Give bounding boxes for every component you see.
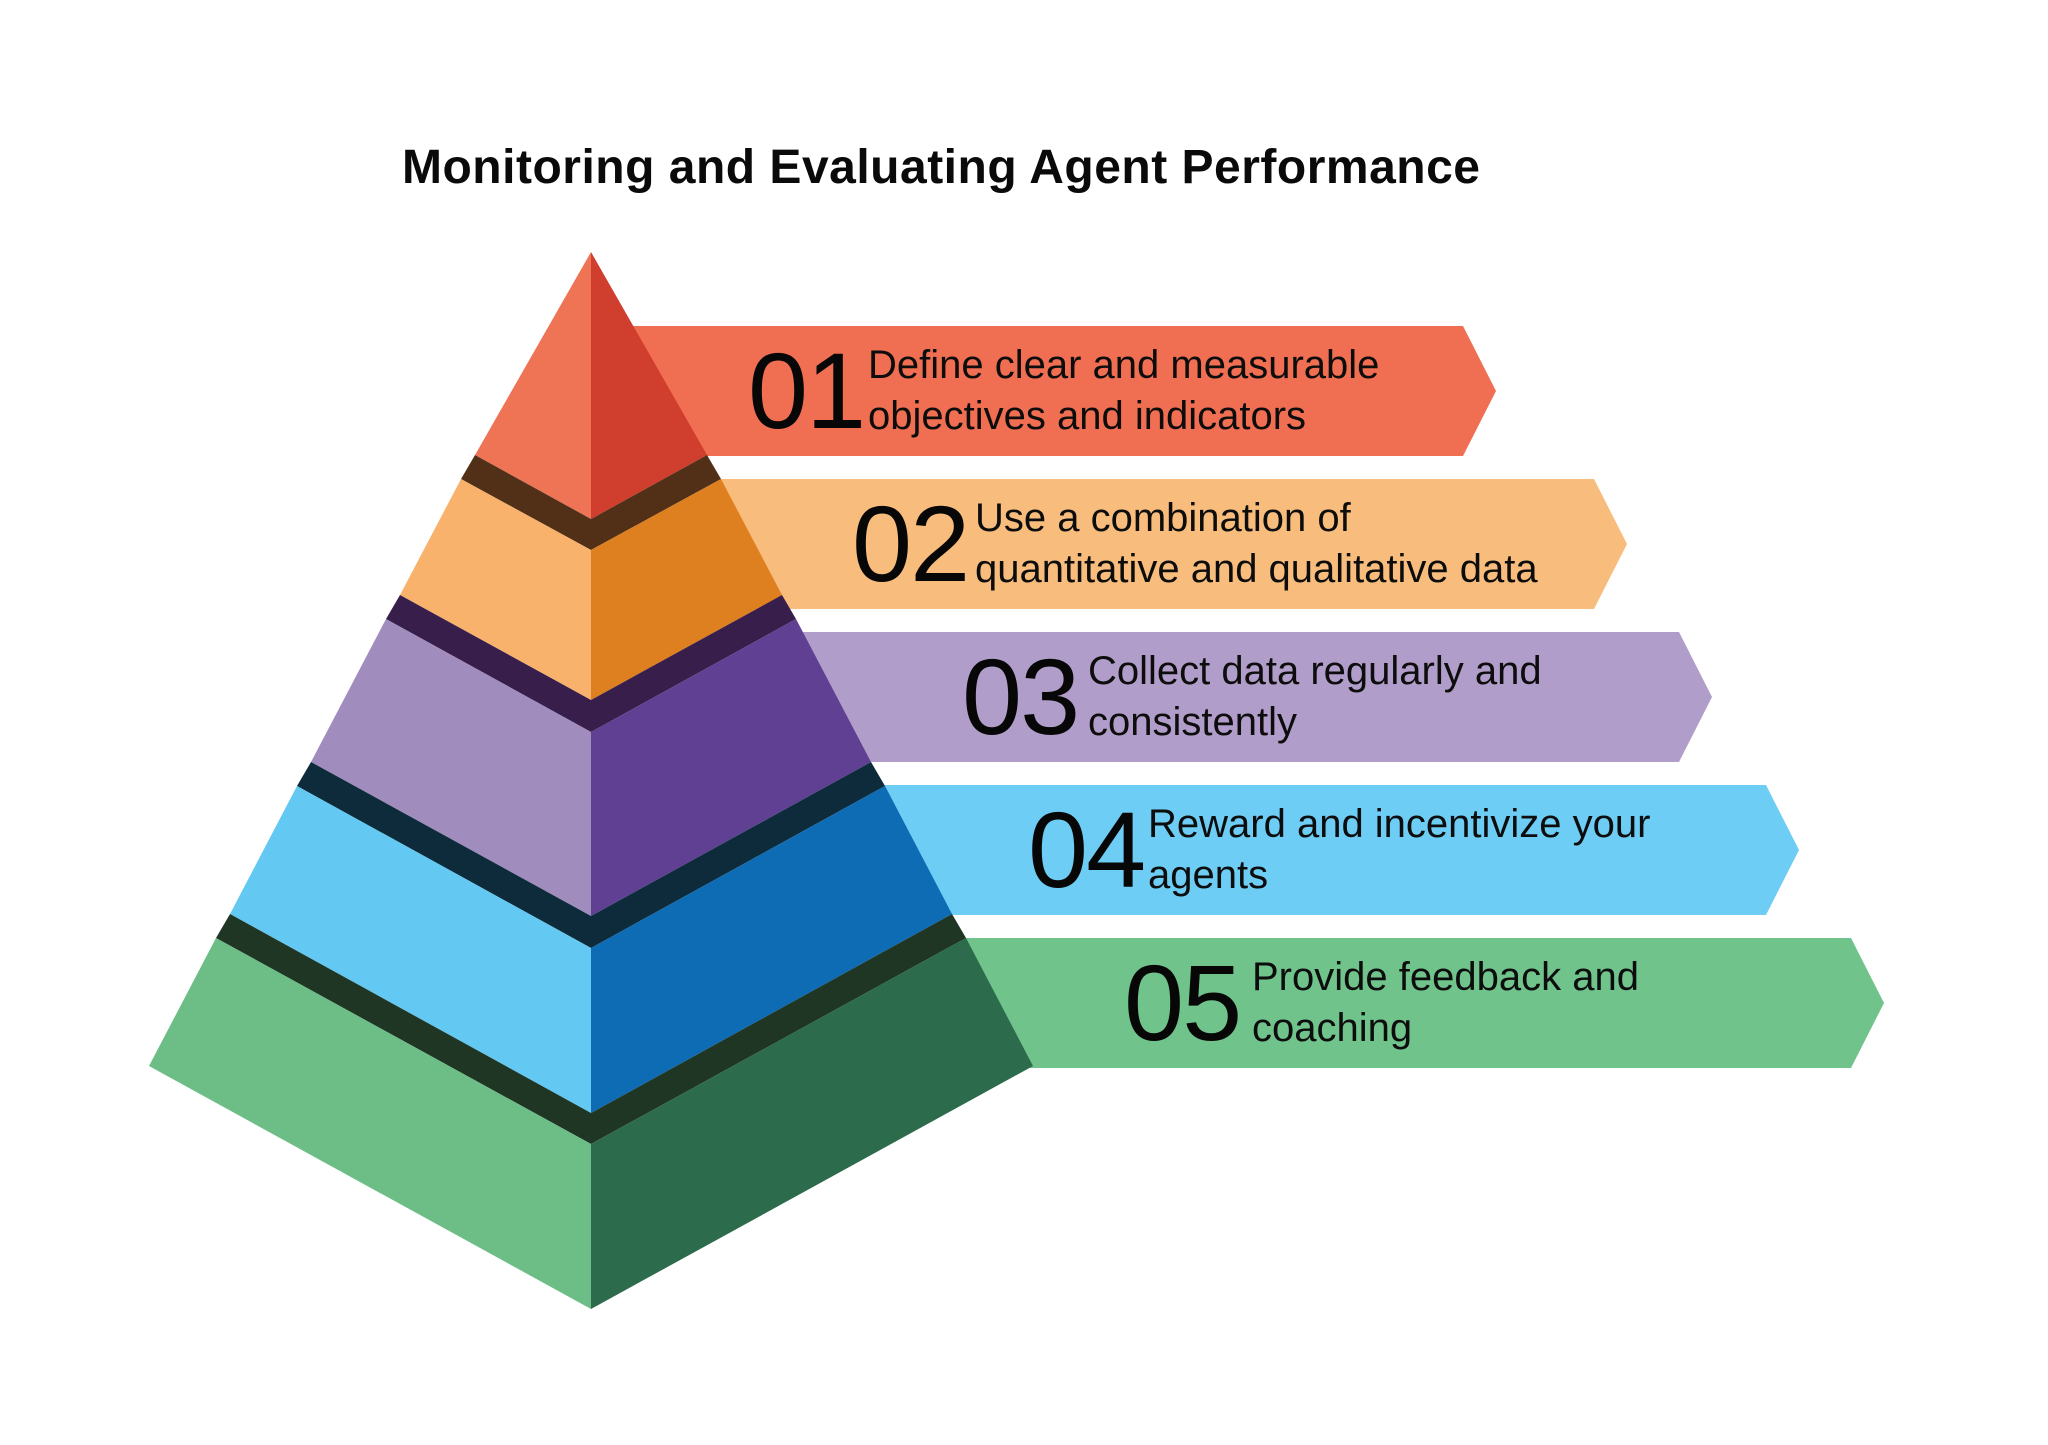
pyramid-tier4-left-face [230,786,591,1113]
pyramid-tier5-right-face [591,938,1033,1309]
banner-shape-04 [880,785,1799,915]
pyramid-band1 [461,455,721,550]
pyramid-band2 [386,595,796,732]
pyramid-tier1-right-face [591,252,707,519]
pyramid-tier2-right-face [591,479,782,700]
pyramid-tier4-right-face [591,786,952,1113]
pyramid-tier3-left-face [311,619,591,916]
pyramid-tier5-left-face [149,938,591,1309]
infographic-title: Monitoring and Evaluating Agent Performa… [402,141,1481,194]
banner-shape-03 [770,632,1712,762]
pyramid-tier1-left-face [475,252,591,519]
banner-shape-05 [960,938,1884,1068]
pyramid-tier2-left-face [400,479,591,700]
banner-shape-01 [600,326,1496,456]
banner-shape-02 [715,479,1627,609]
pyramid-tier3-right-face [591,619,871,916]
